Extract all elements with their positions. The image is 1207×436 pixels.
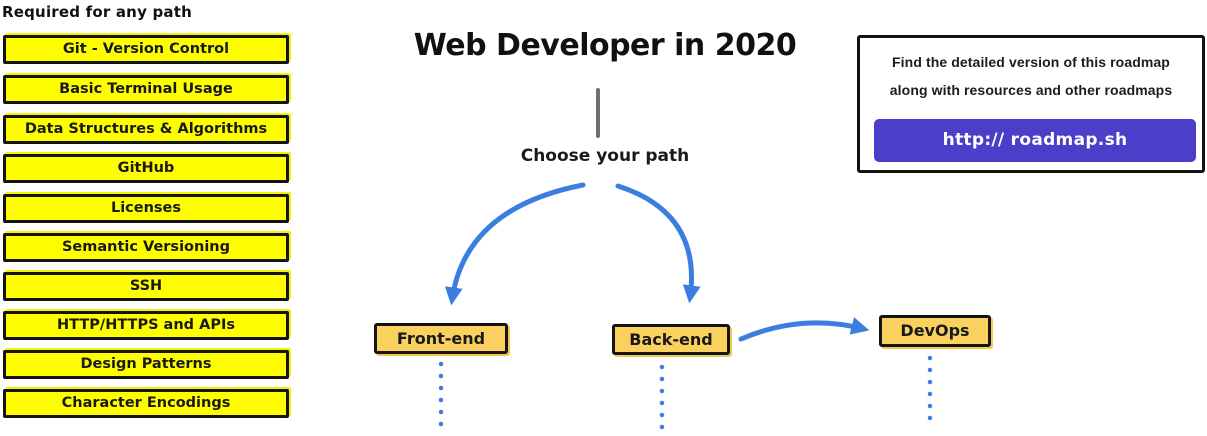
topic-character-encodings[interactable]: Character Encodings	[3, 389, 289, 418]
page-title: Web Developer in 2020	[413, 28, 797, 63]
arrow-backend-to-devops-icon	[738, 317, 870, 342]
roadmap-link-button[interactable]: http:// roadmap.sh	[874, 119, 1196, 162]
node-frontend[interactable]: Front-end	[374, 323, 508, 354]
topic-semantic-versioning[interactable]: Semantic Versioning	[3, 233, 289, 262]
info-box: Find the detailed version of this roadma…	[857, 35, 1205, 173]
arrow-to-backend-icon	[615, 183, 701, 304]
topic-git-version-control[interactable]: Git - Version Control	[3, 35, 289, 64]
title-connector-line	[596, 88, 600, 138]
info-text-line1: Find the detailed version of this roadma…	[892, 54, 1170, 70]
topic-github[interactable]: GitHub	[3, 154, 289, 183]
required-path-heading: Required for any path	[2, 3, 192, 21]
topic-ssh[interactable]: SSH	[3, 272, 289, 301]
arrow-to-frontend-icon	[444, 182, 586, 306]
info-text-line2: along with resources and other roadmaps	[889, 82, 1173, 98]
choose-path-label: Choose your path	[520, 146, 690, 166]
topic-http-https-apis[interactable]: HTTP/HTTPS and APIs	[3, 311, 289, 340]
topic-data-structures[interactable]: Data Structures & Algorithms	[3, 115, 289, 144]
node-backend[interactable]: Back-end	[612, 324, 730, 355]
topic-licenses[interactable]: Licenses	[3, 194, 289, 223]
node-devops[interactable]: DevOps	[879, 315, 991, 347]
topic-basic-terminal-usage[interactable]: Basic Terminal Usage	[3, 75, 289, 104]
topic-design-patterns[interactable]: Design Patterns	[3, 350, 289, 379]
